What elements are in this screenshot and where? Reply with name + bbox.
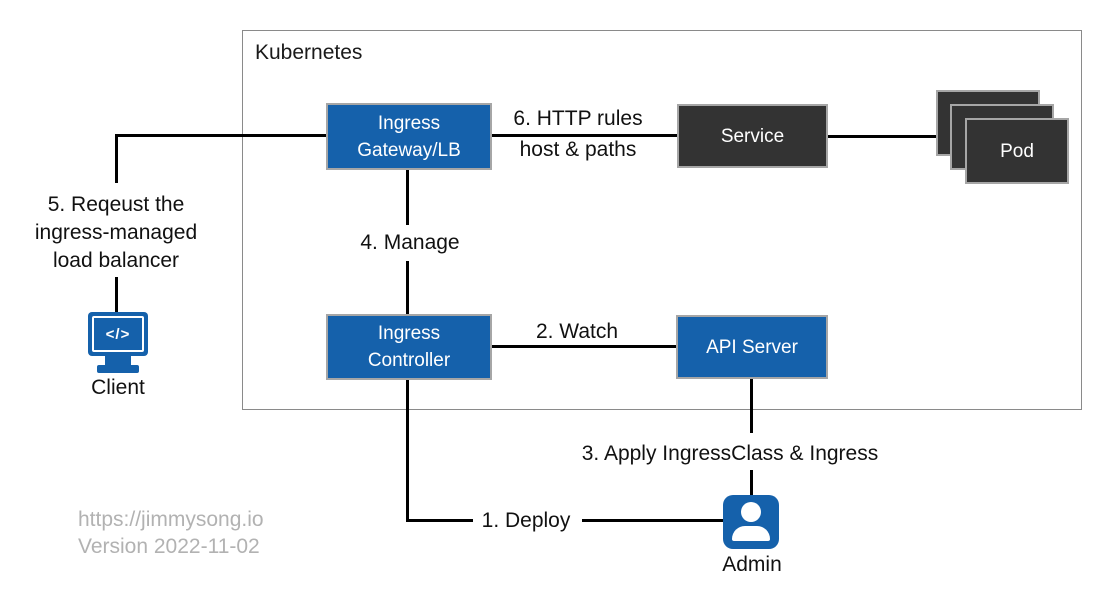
watermark-url: https://jimmysong.io bbox=[78, 508, 264, 531]
code-glyph: </> bbox=[105, 325, 131, 343]
edge-gateway-controller-top bbox=[406, 170, 409, 225]
edge-service-pod bbox=[828, 135, 938, 138]
pod-label: Pod bbox=[1000, 140, 1034, 162]
edge-gateway-controller-bottom bbox=[406, 261, 409, 314]
monitor-stand-base bbox=[97, 365, 139, 373]
edge-controller-admin-vertical bbox=[406, 380, 409, 522]
edge-controller-apiserver bbox=[492, 345, 676, 348]
ingress-controller-label: Ingress Controller bbox=[367, 323, 451, 371]
admin-label: Admin bbox=[722, 553, 782, 576]
node-service: Service bbox=[677, 104, 828, 168]
edge-apiserver-admin-top bbox=[750, 379, 753, 433]
annotation-step-6: 6. HTTP rules host & paths bbox=[513, 107, 643, 161]
person-head-shape bbox=[741, 502, 761, 522]
edge-client-gateway-vertical-bottom bbox=[115, 277, 118, 313]
service-label: Service bbox=[720, 125, 785, 147]
annotation-step-4: 4. Manage bbox=[360, 231, 460, 254]
monitor-code-icon: </> bbox=[88, 312, 148, 356]
edge-client-gateway-vertical-top bbox=[115, 134, 118, 183]
node-ingress-gateway: Ingress Gateway/LB bbox=[326, 103, 492, 170]
watermark-version: Version 2022-11-02 bbox=[78, 535, 260, 558]
node-api-server: API Server bbox=[676, 315, 828, 379]
monitor-screen-frame: </> bbox=[92, 316, 144, 352]
edge-apiserver-admin-bottom bbox=[750, 470, 753, 496]
edge-controller-admin-horizontal-right bbox=[582, 519, 724, 522]
watermark: https://jimmysong.io Version 2022-11-02 bbox=[78, 506, 264, 560]
node-pod: Pod bbox=[965, 118, 1069, 184]
node-ingress-controller: Ingress Controller bbox=[326, 314, 492, 380]
kubernetes-label: Kubernetes bbox=[255, 41, 363, 64]
api-server-label: API Server bbox=[706, 336, 798, 358]
edge-controller-admin-horizontal-left bbox=[406, 519, 473, 522]
annotation-step-1: 1. Deploy bbox=[481, 509, 571, 532]
person-shoulders-shape bbox=[732, 526, 770, 541]
ingress-gateway-label: Ingress Gateway/LB bbox=[357, 112, 461, 161]
edge-client-gateway-horizontal bbox=[116, 134, 327, 137]
edge-gateway-service bbox=[491, 134, 677, 137]
person-badge-icon bbox=[723, 495, 779, 549]
monitor-stand-neck bbox=[105, 356, 131, 365]
annotation-step-5: 5. Reqeust the ingress-managed load bala… bbox=[34, 193, 198, 272]
annotation-step-3: 3. Apply IngressClass & Ingress bbox=[581, 442, 879, 465]
client-label: Client bbox=[91, 376, 145, 399]
annotation-step-2: 2. Watch bbox=[535, 320, 619, 343]
